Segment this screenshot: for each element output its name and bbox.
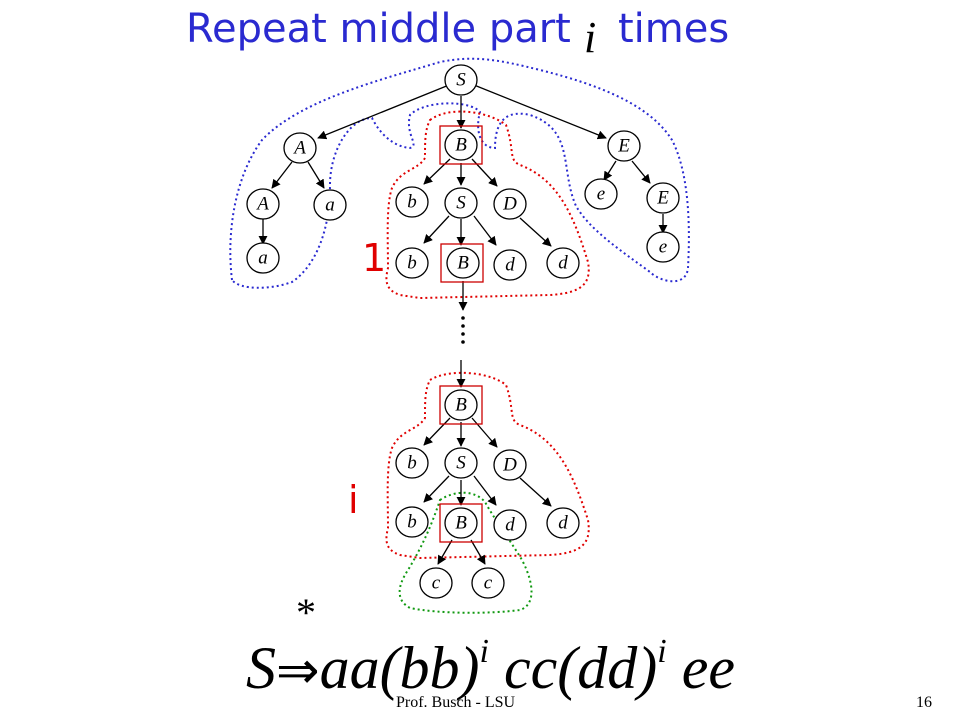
node-S3 [444,447,478,479]
node-B1 [444,129,478,161]
derivation-part-1: aa(bb) [320,635,480,701]
node-label-E2: E [656,188,669,209]
node-label-B4: B [455,513,467,534]
node-D1 [493,188,527,220]
title-right: times [618,6,730,52]
edge [423,215,450,244]
footer-author: Prof. Busch - LSU [396,694,516,711]
node-label-A2: A [255,194,269,215]
node-label-D2: D [502,455,517,476]
edge [470,539,486,565]
node-b3 [395,447,429,479]
edge [471,417,498,448]
node-E2 [646,182,680,214]
edge [603,160,617,181]
node-label-b1: b [407,192,417,213]
node-label-d2: d [558,253,568,274]
node-label-E1: E [617,136,630,157]
node-e2 [646,231,680,263]
node-root [444,64,478,96]
node-label-c2: c [484,573,493,594]
node-label-B1: B [455,135,467,156]
node-B4 [444,507,478,539]
red-region-outline-bottom [385,371,590,560]
node-D2 [493,449,527,481]
edge [473,215,497,246]
repeat-label-last: i [348,478,359,522]
derivation-formula: S⇒aa(bb)i cc(dd)i ee [246,633,735,701]
node-label-d3: d [505,515,515,536]
node-E1 [607,130,641,162]
derivation-lhs: S [246,635,276,701]
highlight-box [439,385,483,425]
edge [423,417,451,446]
node-d3 [493,509,527,541]
ellipsis-dots [461,316,465,344]
node-label-B3: B [455,395,467,416]
node-a1 [313,189,347,221]
edge [437,539,453,565]
repeat-label-first: 1 [362,236,387,280]
node-label-A1: A [292,138,306,159]
node-e1 [584,178,618,210]
node-label-S2: S [456,193,466,214]
highlight-box [440,243,484,283]
edge [631,160,651,184]
node-A1 [283,132,317,164]
node-d2 [546,247,580,279]
title-left: Repeat middle part [186,6,571,52]
node-label-D1: D [502,194,517,215]
node-A2 [246,188,280,220]
node-S2 [444,187,478,219]
node-label-B2: B [457,253,469,274]
highlight-box [439,503,483,543]
node-label-S3: S [456,453,466,474]
node-label-c1: c [432,573,441,594]
node-label-a2: a [258,248,268,269]
node-label-d1: d [505,255,515,276]
derivation-part-3: ee [667,635,735,701]
edge [423,158,451,185]
node-label-root: S [456,70,466,91]
derivation-part-2: cc(dd) [489,635,657,701]
node-label-b3: b [407,453,417,474]
node-label-e1: e [597,184,605,205]
node-label-d4: d [558,513,568,534]
edge [471,158,498,187]
node-label-e2: e [659,237,667,258]
node-b1 [395,186,429,218]
node-label-a1: a [325,195,335,216]
edge [519,477,552,507]
node-label-b2: b [407,253,417,274]
edge [271,161,293,189]
node-d4 [546,507,580,539]
title-variable: i [584,13,597,62]
node-label-b4: b [407,512,417,533]
node-b2 [395,247,429,279]
derivation-star: * [296,590,316,635]
node-c2 [471,567,505,599]
node-B2 [446,247,480,279]
edge [423,475,450,503]
derivation-exponent-1: i [480,633,489,670]
edge [317,84,450,140]
highlight-box [439,125,483,165]
node-d1 [493,249,527,281]
page-number: 16 [916,694,932,711]
edge [473,475,497,506]
node-B3 [444,389,478,421]
edge [519,217,552,247]
node-c1 [419,567,453,599]
node-a2 [246,242,280,274]
node-b4 [395,506,429,538]
edge [307,161,325,189]
derivation-arrow: ⇒ [276,643,320,700]
blue-region-outline [229,57,690,289]
derivation-exponent-2: i [657,633,666,670]
edge [473,84,607,140]
